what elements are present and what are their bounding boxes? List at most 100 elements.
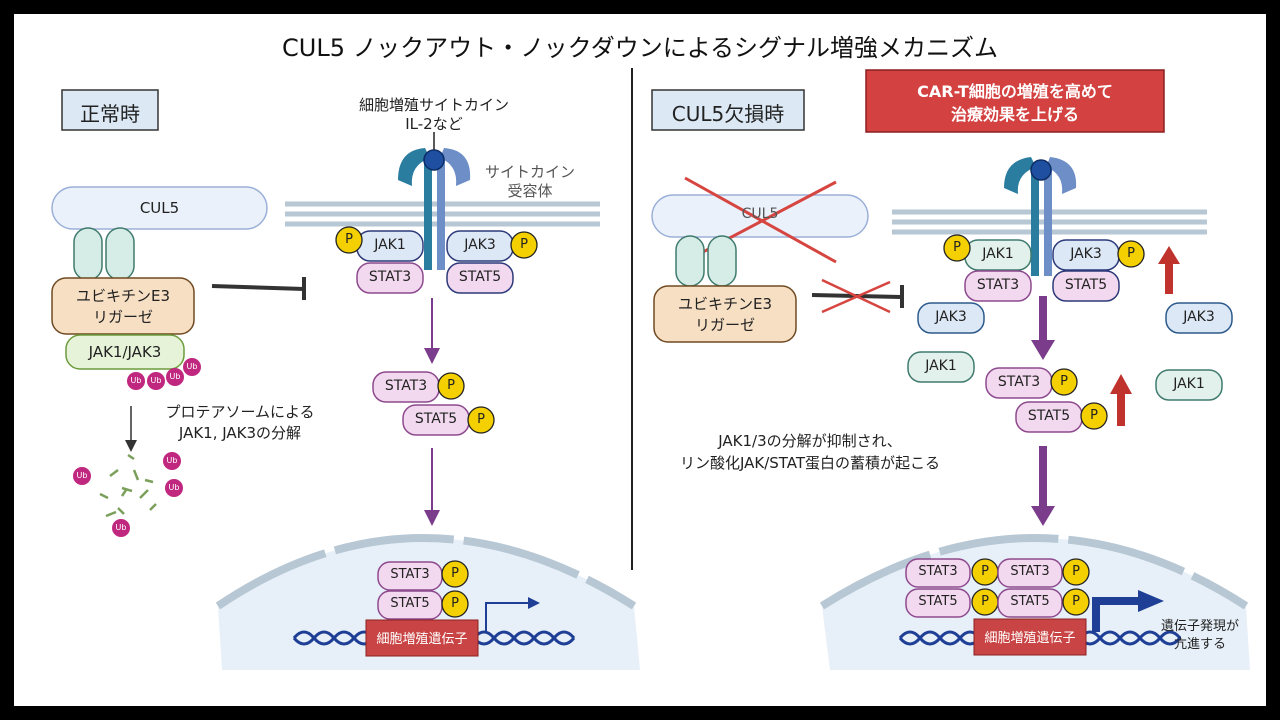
stat5-label-right-nuc-1: STAT5: [918, 594, 958, 609]
car-t-banner: [865, 69, 1165, 133]
ub-label-7: Ub: [168, 483, 180, 492]
p-right-jak3: [1117, 240, 1145, 268]
receptor-label-1: サイトカイン: [484, 163, 575, 181]
p-left-stat5-nuc: [441, 590, 469, 618]
stat3-box-right-top: [964, 270, 1032, 302]
p-label-left-3: P: [447, 378, 455, 393]
e3-ligase-box: [51, 277, 195, 335]
gene-label-left: 細胞増殖遺伝子: [376, 632, 468, 647]
p-label-right-7: P: [981, 594, 989, 609]
free-jak3-label-1: JAK3: [935, 309, 967, 325]
ub-label-1: Ub: [130, 376, 142, 385]
p-right-stat3-mid: [1050, 368, 1078, 396]
stat5-box-right-nuc-1: [905, 588, 971, 618]
free-jak3-label-2: JAK3: [1183, 309, 1215, 325]
cul5-label-right: CUL5: [741, 206, 779, 222]
jak-complex-label: JAK1/JAK3: [88, 343, 162, 361]
jak3-label-left: JAK3: [464, 237, 496, 253]
e3-ligase-label-right-2: リガーゼ: [694, 316, 755, 334]
degradation-label-1: プロテアソームによる: [165, 403, 315, 421]
free-jak3-2: [1165, 302, 1233, 334]
deficient-state-label: CUL5欠損時: [671, 102, 785, 126]
free-jak1-2: [1155, 369, 1223, 401]
degradation-label-2: JAK1, JAK3の分解: [178, 424, 302, 442]
left-panel: [51, 89, 640, 670]
gene-box-left: [365, 619, 479, 657]
stat5-box-right-top: [1052, 270, 1120, 302]
receptor-label-2: 受容体: [507, 182, 553, 200]
stat3-label-right-top: STAT3: [976, 277, 1020, 293]
stat3-label-left-mid: STAT3: [384, 378, 428, 394]
cul5-label: CUL5: [139, 199, 180, 217]
nuclear-envelope-left: [215, 534, 637, 610]
p-left-stat3-mid: [437, 372, 465, 400]
increase-arrow-2: [1110, 374, 1132, 426]
banner-label-2: 治療効果を上げる: [950, 105, 1079, 124]
p-label-left-5: P: [451, 566, 459, 581]
p-left-stat3-nuc: [441, 560, 469, 588]
signal-arrow-right-2: [1031, 446, 1055, 526]
p-label-right-1: P: [953, 240, 961, 255]
ub-label-6: Ub: [166, 456, 178, 465]
e3-ligase-label-1: ユビキチンE3: [75, 287, 171, 305]
stat5-label-left-nuc: STAT5: [390, 596, 430, 611]
free-jak1-label-2: JAK1: [1173, 376, 1205, 392]
p-label-right-3: P: [1060, 374, 1068, 389]
expression-label-2: 亢進する: [1173, 637, 1226, 652]
ub-label-8: Ub: [115, 523, 127, 532]
degraded-fragments: [99, 453, 157, 518]
stat3-box-right-nuc-2: [997, 558, 1063, 588]
stat3-label-left-top: STAT3: [368, 269, 412, 285]
il2-ligand: [423, 149, 445, 171]
stat3-box-left-top: [356, 262, 424, 294]
p-left-jak1: [335, 226, 363, 254]
p-label-left-1: P: [345, 232, 353, 247]
p-label-right-2: P: [1127, 246, 1135, 261]
inhibition-line-right: [811, 278, 904, 314]
right-panel: [651, 69, 1250, 670]
cytokine-label-2: IL-2など: [405, 115, 463, 133]
gene-box-right: [973, 618, 1087, 656]
p-label-left-2: P: [520, 237, 528, 252]
e3-ligase-box-right: [653, 285, 797, 343]
stat3-label-right-mid: STAT3: [997, 374, 1041, 390]
deficient-state-box: [651, 89, 805, 131]
p-left-stat5-mid: [467, 406, 495, 434]
ub-label-5: Ub: [76, 471, 88, 480]
ub-chain: [127, 358, 201, 390]
normal-state-box: [61, 89, 159, 131]
increase-arrow-1: [1158, 246, 1180, 294]
adaptor-2: [105, 227, 135, 281]
e3-ligase-label-right-1: ユビキチンE3: [677, 295, 773, 313]
free-jak1-1: [907, 351, 975, 383]
p-label-left-4: P: [477, 412, 485, 427]
banner-label-1: CAR-T細胞の増殖を高めて: [917, 82, 1113, 101]
gene-label-right: 細胞増殖遺伝子: [984, 631, 1076, 646]
adaptor-right-2: [707, 235, 737, 287]
jak1-label-left: JAK1: [374, 237, 406, 253]
transcription-arrow-right: [1092, 590, 1164, 632]
jak1-label-right: JAK1: [982, 246, 1014, 262]
signal-arrow-right-1: [1031, 296, 1055, 360]
ub-free-circles: [73, 452, 183, 537]
normal-state-label: 正常時: [80, 102, 140, 126]
stat5-label-left-top: STAT5: [458, 269, 502, 285]
stat5-box-right-nuc-2: [997, 588, 1063, 618]
stat5-box-left-top: [446, 262, 514, 294]
ub-label-4: Ub: [186, 362, 198, 371]
p-right-nuc-2: [1062, 558, 1090, 586]
stat3-label-right-nuc-2: STAT3: [1010, 564, 1050, 579]
stat3-box-right-nuc-1: [905, 558, 971, 588]
cytokine-receptor: [398, 132, 471, 270]
e3-ligase-label-2: リガーゼ: [92, 308, 153, 326]
stat5-label-left-mid: STAT5: [414, 411, 458, 427]
free-jak1-label-1: JAK1: [925, 358, 957, 374]
ub-label-2: Ub: [150, 376, 162, 385]
free-jak3-1: [917, 302, 985, 334]
jak3-label-right: JAK3: [1070, 246, 1102, 262]
nuclear-envelope-right: [819, 534, 1249, 610]
p-right-nuc-4: [1062, 588, 1090, 616]
p-label-right-6: P: [1072, 564, 1080, 579]
stat5-label-right-top: STAT5: [1064, 277, 1108, 293]
